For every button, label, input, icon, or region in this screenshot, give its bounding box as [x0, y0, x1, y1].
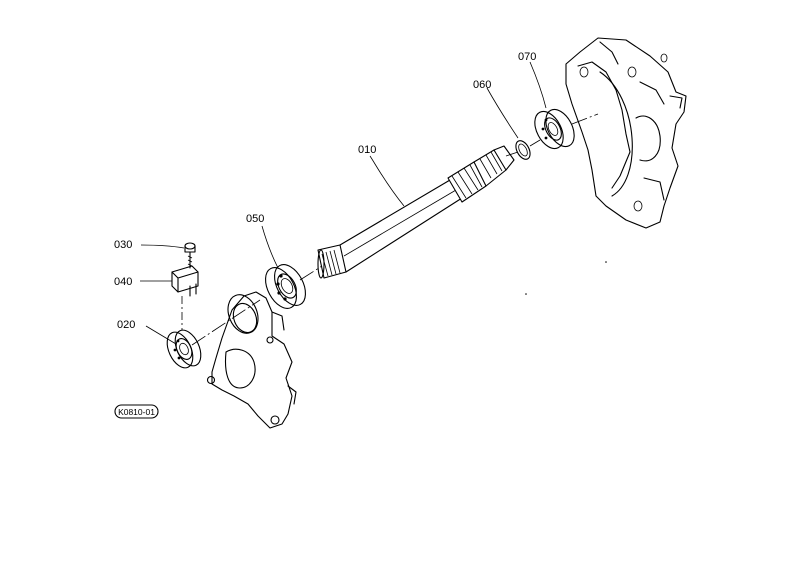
callout-labels: 010 020 030 040 050 060 070: [114, 51, 536, 331]
main-shaft: [317, 145, 515, 279]
snap-ring-060: [515, 140, 531, 160]
bearing-050: [265, 264, 306, 309]
label-020: 020: [117, 319, 135, 331]
figure-code-badge: K0810-01: [114, 404, 159, 419]
bearing-020: [166, 329, 202, 369]
bolt-030: [184, 242, 196, 269]
leader-lines: [140, 61, 547, 345]
bearing-070: [534, 108, 575, 150]
assembly-centerline: [181, 113, 599, 346]
transmission-housing: [565, 37, 687, 229]
label-040: 040: [114, 276, 132, 288]
bearing-retainer-plate: [206, 291, 297, 429]
label-010: 010: [358, 144, 376, 156]
bracket-040: [171, 265, 199, 297]
figure-code-text: K0810-01: [118, 407, 155, 417]
label-050: 050: [246, 213, 264, 225]
label-030: 030: [114, 239, 132, 251]
label-060: 060: [473, 79, 491, 91]
label-070: 070: [518, 51, 536, 63]
